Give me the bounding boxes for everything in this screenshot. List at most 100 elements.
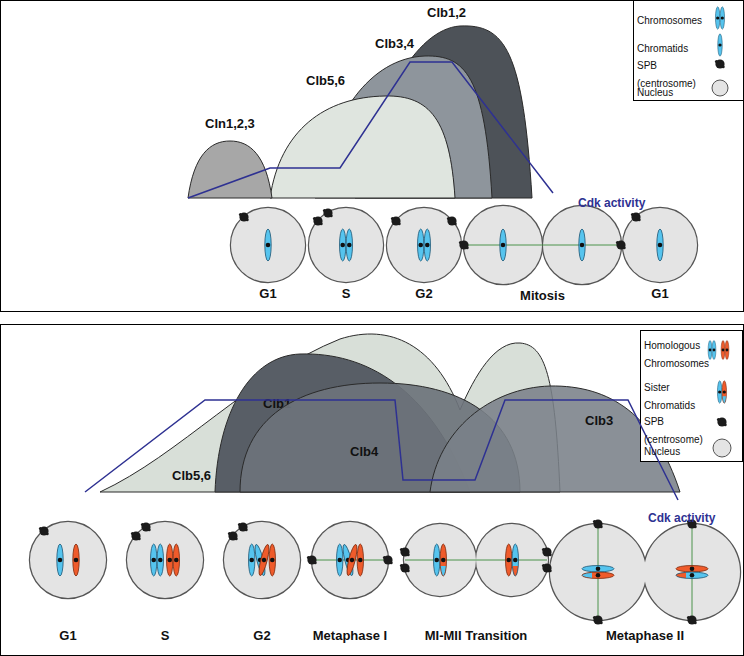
chromosome — [340, 229, 353, 261]
spb-dot — [239, 212, 249, 221]
cyclin-curve: Clb3 — [430, 385, 680, 492]
cell-nucleus: Metaphase I — [312, 522, 388, 598]
spb-dot — [687, 519, 697, 528]
spindle — [598, 524, 599, 620]
chromosome-sample — [715, 7, 724, 29]
spb-dot — [391, 216, 401, 225]
stage-label: G1 — [191, 286, 345, 301]
nucleus-rim — [30, 522, 106, 598]
legend-samples — [708, 7, 731, 457]
chromatid — [676, 566, 708, 572]
nucleus-fill — [404, 524, 476, 596]
chromosome — [418, 229, 431, 261]
cell-nucleus: G2 — [387, 208, 461, 282]
chromatid — [337, 544, 343, 576]
curve-area — [430, 386, 680, 492]
spb-dot — [459, 240, 469, 249]
stage-label: S — [269, 286, 423, 301]
chromatid — [265, 229, 271, 261]
spindle-lines — [312, 245, 692, 620]
cell-nucleus: Mitosis — [464, 206, 621, 284]
chromatid — [257, 544, 271, 577]
cell-nucleus: S — [127, 522, 203, 598]
mitosis-spbs — [239, 208, 641, 249]
curve-area — [355, 26, 532, 198]
spb-dot — [400, 547, 410, 556]
nucleus-outline — [224, 522, 300, 598]
spb-dot — [313, 216, 323, 225]
nucleus-fill — [224, 522, 300, 598]
stage-label: G1 — [583, 286, 737, 301]
legend-text: SPB (centrosome) — [637, 60, 696, 89]
nucleus-outline — [464, 206, 621, 284]
nucleus-rim — [231, 208, 305, 282]
curve-label: Cdk activity — [648, 511, 744, 525]
nucleus-rim — [224, 522, 300, 598]
nucleus-rim — [309, 208, 383, 282]
nucleus-rim — [387, 208, 461, 282]
spb-dot — [383, 555, 393, 564]
curve-outline — [270, 95, 455, 198]
nucleus-fill — [312, 522, 388, 598]
nucleus-outline — [404, 524, 548, 596]
spb-sample — [717, 417, 727, 426]
homolog-sample — [708, 340, 716, 359]
nucleus-fill — [476, 524, 548, 596]
legend-text: Homologous Chromosomes — [644, 340, 709, 369]
nucleus-rim — [312, 522, 388, 598]
spb-dot — [141, 522, 151, 531]
curve-outline — [430, 385, 680, 492]
chromatid — [345, 544, 359, 577]
spindle — [464, 245, 621, 246]
cyclin-label: Clb1,2 — [427, 5, 497, 20]
legend-text: Nucleus — [637, 87, 673, 98]
nucleus-fill — [623, 208, 697, 282]
stage-label: S — [87, 628, 243, 643]
chromosome — [151, 544, 164, 576]
nucleus-outline — [30, 522, 106, 598]
meiosis-chromosomes — [57, 544, 708, 579]
cdk-activity-line — [188, 62, 553, 198]
nucleus-fill — [644, 524, 740, 620]
legend-frame — [634, 1, 744, 101]
legend-text: Sister Chromatids — [644, 382, 695, 411]
chromatid — [440, 544, 446, 576]
chromatid — [253, 544, 267, 577]
chromatid — [434, 544, 440, 576]
nucleus-outline — [312, 522, 388, 598]
legend-entry: Chromatids — [637, 38, 707, 56]
stage-label: Metaphase II — [510, 628, 744, 643]
chromatid — [341, 544, 355, 577]
chromatid — [676, 572, 708, 578]
stage-label: G1 — [0, 628, 146, 643]
spindle — [692, 524, 693, 620]
cyclin-label: Cln1,2,3 — [205, 116, 275, 131]
spb-dot — [228, 531, 238, 540]
nucleus-outline — [550, 524, 740, 620]
spb-dot — [593, 615, 603, 624]
nucleus-rim — [623, 208, 697, 282]
curve-area — [188, 141, 272, 198]
cyclin-label: Clb5,6 — [306, 73, 376, 88]
nucleus-sample — [712, 80, 728, 96]
curve-area — [315, 56, 492, 198]
panel-frame — [1, 1, 744, 312]
nucleus-outline — [309, 208, 383, 282]
nucleus-rim — [476, 524, 548, 596]
chromosome — [167, 544, 180, 576]
spb-dot — [238, 522, 248, 531]
chromatid — [57, 544, 63, 576]
cell-nucleus: G1 — [30, 522, 106, 598]
chromatid — [512, 544, 518, 576]
curve-outline — [188, 140, 272, 198]
legend-text: Chromosomes — [637, 15, 702, 26]
nucleus-outline — [387, 208, 461, 282]
stage-label: MI-MII Transition — [364, 628, 588, 643]
nucleus-fill — [550, 524, 646, 620]
stage-label: G2 — [347, 286, 501, 301]
nucleus-fill — [127, 522, 203, 598]
nucleus-rim — [550, 524, 646, 620]
mitosis-chromosomes — [265, 229, 663, 261]
cell-nucleus: G2 — [224, 522, 300, 598]
chromatid — [73, 544, 79, 576]
